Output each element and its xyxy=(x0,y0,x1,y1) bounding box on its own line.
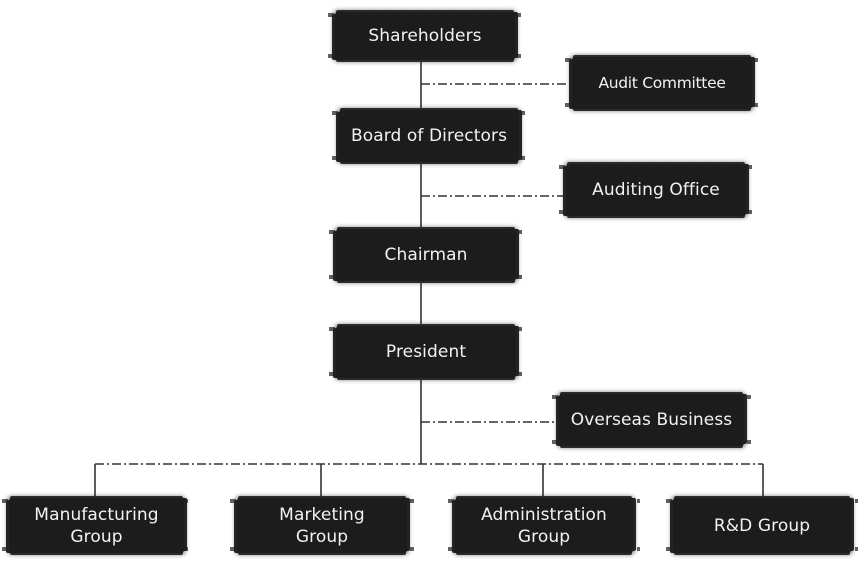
board-of-directors-box: Board of Directors xyxy=(332,110,526,162)
audit-committee-label: Audit Committee xyxy=(598,74,726,92)
president-box: President xyxy=(329,326,523,378)
administration-group-label: Administration Group xyxy=(481,504,607,547)
shareholders-box: Shareholders xyxy=(328,12,522,60)
auditing-office-label: Auditing Office xyxy=(592,180,720,200)
manufacturing-group-label: Manufacturing Group xyxy=(34,504,159,547)
marketing-group-box: Marketing Group xyxy=(230,498,414,553)
chairman-label: Chairman xyxy=(384,245,468,265)
overseas-business-label: Overseas Business xyxy=(570,410,733,430)
shareholders-label: Shareholders xyxy=(368,26,482,46)
manufacturing-group-box: Manufacturing Group xyxy=(2,498,191,553)
rd-group-box: R&D Group xyxy=(666,498,858,553)
audit-committee-box: Audit Committee xyxy=(565,57,759,109)
marketing-group-label: Marketing Group xyxy=(279,504,365,547)
administration-group-box: Administration Group xyxy=(448,498,640,553)
overseas-business-box: Overseas Business xyxy=(552,394,751,446)
auditing-office-box: Auditing Office xyxy=(559,164,753,216)
president-label: President xyxy=(385,342,467,362)
board-of-directors-label: Board of Directors xyxy=(350,126,508,146)
rd-group-label: R&D Group xyxy=(713,515,811,536)
chairman-box: Chairman xyxy=(329,229,523,281)
